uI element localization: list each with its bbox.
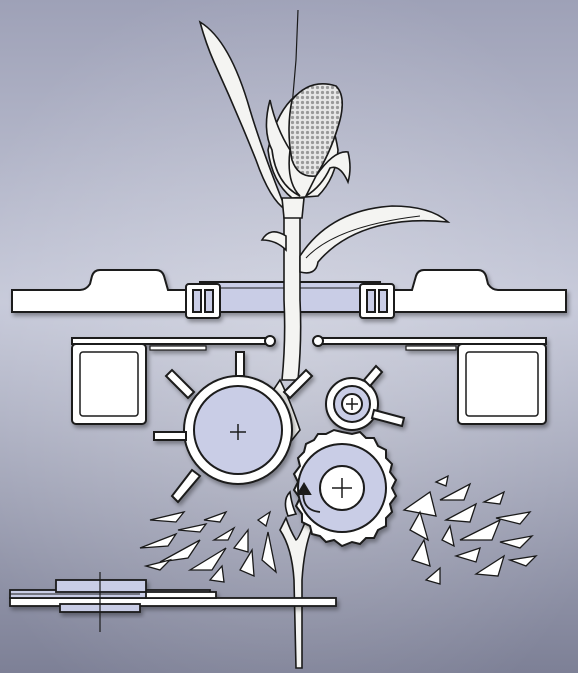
- corn-plant: [198, 9, 451, 669]
- right-housing: [457, 343, 547, 425]
- small-roller-center: [346, 398, 358, 410]
- right-pivot: [312, 335, 324, 347]
- upper-left-roller-center: [230, 424, 246, 440]
- debris: [139, 474, 538, 585]
- left-frame-plate: [11, 269, 207, 313]
- right-frame-plate: [375, 269, 567, 313]
- right-chain-link: [359, 283, 395, 319]
- cutter-bar: [9, 597, 337, 607]
- side-housings: [71, 335, 547, 425]
- left-gathering-rod: [71, 337, 273, 345]
- top-leaf: [198, 20, 288, 212]
- husk-leaf-left: [265, 99, 301, 197]
- stalk-upper: [281, 199, 302, 381]
- lower-right-roller: [292, 428, 398, 548]
- right-leaf: [299, 205, 451, 274]
- small-roller: [325, 364, 406, 431]
- snapping-rollers: [153, 351, 406, 548]
- husk-leaf-right: [304, 151, 351, 199]
- upper-left-roller: [153, 351, 314, 504]
- left-pivot: [264, 335, 276, 347]
- left-chain-link: [185, 283, 221, 319]
- lower-right-roller-center: [332, 478, 352, 498]
- left-housing: [71, 343, 147, 425]
- right-gathering-rod: [317, 337, 547, 345]
- corn-cob: [288, 83, 344, 177]
